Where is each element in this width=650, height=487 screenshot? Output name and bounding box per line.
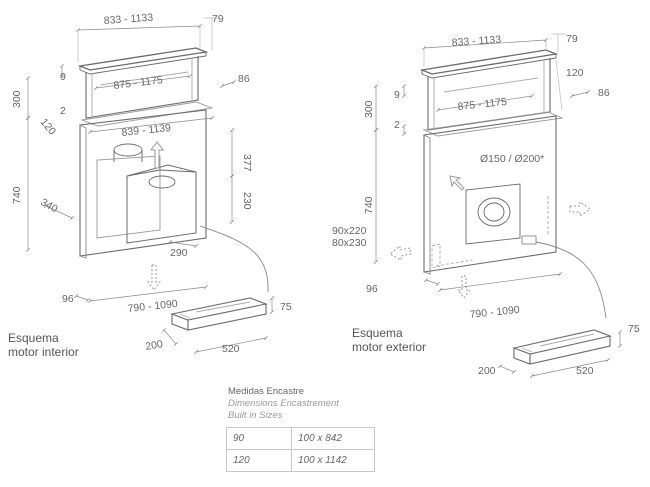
left-caption-line2: motor interior: [8, 345, 79, 359]
right-dim-opening-a: 90x220: [332, 225, 367, 237]
left-dim-top-depth: 79: [212, 13, 224, 25]
right-dim-unit-200: 200: [478, 365, 496, 377]
legend-subtitle2: Built in Sizes: [228, 410, 283, 421]
left-dim-top-width: 833 - 1133: [103, 12, 153, 27]
table-row: 120 100 x 1142: [226, 449, 375, 472]
left-dim-offset-290: 290: [170, 247, 188, 259]
left-airflow-arrows: [147, 141, 164, 291]
right-dim-unit-520: 520: [576, 365, 594, 377]
built-in-sizes-legend: Medidas Encastre Dimensions Encastrement…: [228, 386, 339, 422]
left-dim-unit-75: 75: [280, 301, 292, 313]
left-caption-line1: Esquema: [8, 331, 59, 345]
right-caption-line1: Esquema: [352, 326, 403, 340]
right-dim-top-depth: 79: [566, 33, 578, 45]
right-dimension-lines: [374, 33, 622, 378]
size-cell: 120: [226, 449, 292, 472]
right-dim-depth-86: 86: [598, 87, 610, 99]
right-airflow-arrows: [389, 175, 591, 299]
right-hood-diagram: [419, 49, 612, 365]
left-dim-panel-width: 839 - 1139: [121, 122, 172, 139]
left-dim-unit-520: 520: [222, 343, 240, 355]
right-dim-bottom-width: 790 - 1090: [469, 304, 520, 321]
right-dim-gap-2: 2: [394, 119, 400, 131]
left-hood-diagram: [77, 47, 269, 331]
right-dim-top-width: 833 - 1133: [451, 34, 501, 49]
left-dim-unit-200: 200: [144, 338, 163, 353]
right-dim-top-height: 9: [394, 89, 400, 101]
left-dim-gap-2: 2: [60, 105, 66, 117]
dims-cell: 100 x 1142: [291, 449, 375, 472]
dims-cell: 100 x 842: [291, 427, 375, 450]
left-dim-height-300: 300: [11, 90, 23, 108]
right-dim-inner-width: 875 - 1175: [457, 96, 508, 113]
right-dim-height-300: 300: [363, 100, 375, 118]
left-dim-depth-340: 340: [39, 196, 60, 215]
built-in-sizes-table: 90 100 x 842 120 100 x 1142: [226, 427, 375, 472]
table-row: 90 100 x 842: [226, 427, 375, 450]
left-dim-top-height: 9: [60, 71, 66, 83]
left-dim-bottom-96: 96: [62, 293, 74, 305]
right-dim-opening-b: 80x230: [332, 237, 367, 249]
left-dimension-lines: [26, 17, 274, 354]
left-caption: Esquema motor interior: [8, 331, 79, 359]
left-dim-bottom-width: 790 - 1090: [127, 298, 178, 315]
right-caption-line2: motor exterior: [352, 340, 427, 354]
right-dim-duct: Ø150 / Ø200*: [480, 153, 544, 165]
left-dim-height-230: 230: [241, 192, 253, 210]
legend-subtitle: Dimensions Encastrement: [228, 398, 339, 409]
left-dim-height-377: 377: [241, 154, 253, 172]
left-dim-height-740: 740: [11, 186, 23, 204]
right-caption: Esquema motor exterior: [352, 326, 426, 354]
right-dim-height-740: 740: [363, 196, 375, 214]
legend-title: Medidas Encastre: [228, 386, 305, 397]
right-dim-unit-75: 75: [628, 323, 640, 335]
left-dim-depth-86: 86: [238, 73, 250, 85]
left-dim-depth-120: 120: [38, 116, 59, 137]
right-dim-bottom-96: 96: [366, 283, 378, 295]
left-dim-inner-width: 875 - 1175: [113, 74, 164, 92]
size-cell: 90: [226, 427, 292, 450]
right-dim-depth-120: 120: [566, 67, 584, 79]
